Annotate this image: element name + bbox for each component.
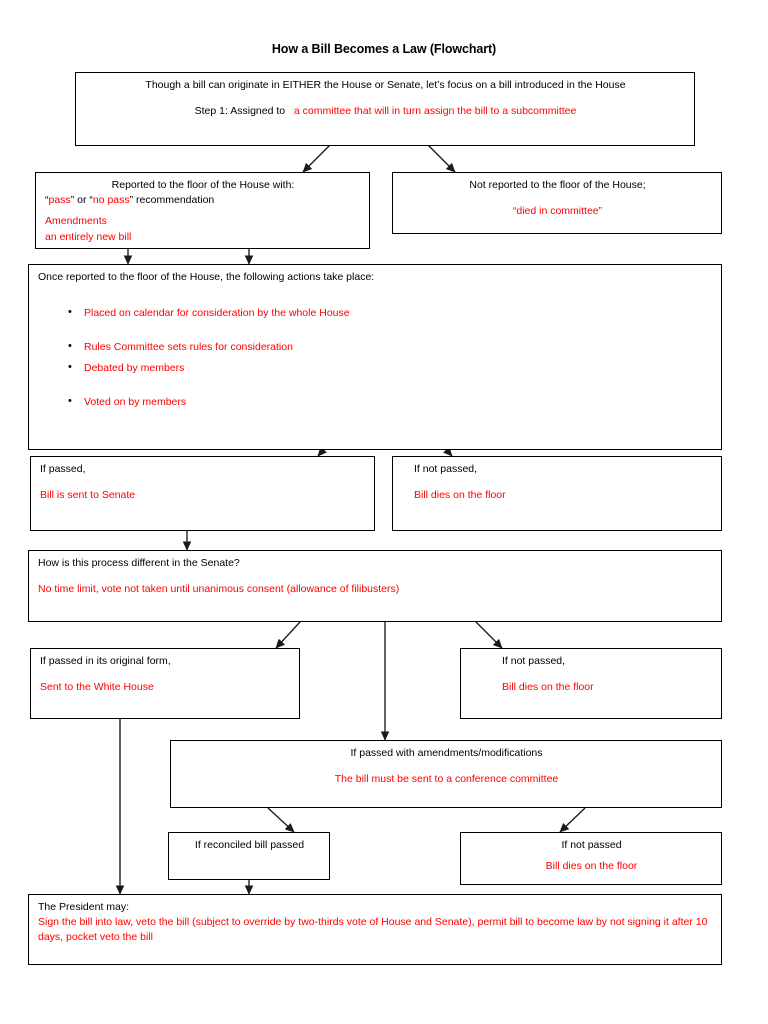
intro-step-label: Step 1: Assigned to	[194, 105, 286, 118]
reported-rec: ” recommendation	[129, 194, 215, 207]
house-not-passed-spacer	[402, 477, 713, 488]
reported-item-2: Amendments	[45, 215, 107, 228]
node-house-passed: If passed, Bill is sent to Senate	[30, 456, 375, 531]
reported-item-3: an entirely new bill	[45, 230, 132, 243]
node-president: The President may: Sign the bill into la…	[28, 894, 722, 965]
not-reported-heading: Not reported to the floor of the House;	[469, 179, 646, 191]
reported-item-1: “pass” or “no pass” recommendation	[45, 193, 361, 208]
node-reconciled-passed: If reconciled bill passed	[168, 832, 330, 880]
reported-no-pass: no pass	[92, 194, 130, 207]
node-intro: Though a bill can originate in EITHER th…	[75, 72, 695, 146]
node-house-not-passed: If not passed, Bill dies on the floor	[392, 456, 722, 531]
house-not-passed-value: Bill dies on the floor	[414, 489, 506, 502]
senate-original-heading: If passed in its original form,	[40, 655, 171, 667]
arrow-senate-to-not-passed	[475, 621, 503, 649]
intro-step-value: a committee that will in turn assign the…	[293, 105, 577, 118]
list-item: Debated by members	[68, 360, 713, 376]
president-heading: The President may:	[38, 901, 130, 913]
node-floor-actions: Once reported to the floor of the House,…	[28, 264, 722, 450]
president-value: Sign the bill into law, veto the bill (s…	[38, 916, 708, 944]
senate-original-value: Sent to the White House	[40, 681, 154, 694]
list-item: Placed on calendar for consideration by …	[68, 305, 713, 321]
list-item: Rules Committee sets rules for considera…	[68, 339, 713, 355]
house-not-passed-heading: If not passed,	[414, 463, 478, 475]
reconciled-not-passed-value: Bill dies on the floor	[545, 860, 638, 873]
node-senate-not-passed: If not passed, Bill dies on the floor	[460, 648, 722, 719]
node-senate-original-form: If passed in its original form, Sent to …	[30, 648, 300, 719]
intro-spacer	[85, 93, 686, 104]
senate-spacer	[38, 571, 713, 582]
reconciled-not-passed-heading: If not passed	[561, 839, 622, 851]
senate-not-passed-value: Bill dies on the floor	[502, 681, 594, 694]
floor-actions-heading: Once reported to the floor of the House,…	[38, 271, 375, 283]
senate-heading: How is this process different in the Sen…	[38, 557, 240, 569]
arrow-intro-to-not-reported	[427, 144, 456, 173]
senate-original-spacer	[40, 669, 291, 680]
house-passed-spacer	[40, 477, 366, 488]
house-passed-heading: If passed,	[40, 463, 86, 475]
senate-value: No time limit, vote not taken until unan…	[38, 583, 400, 596]
floor-actions-list: Placed on calendar for consideration by …	[38, 305, 713, 410]
not-reported-spacer	[402, 193, 713, 204]
senate-not-passed-spacer	[470, 669, 713, 680]
conference-spacer	[180, 761, 713, 772]
arrow-conference-to-reconciled	[267, 807, 295, 833]
node-reported-to-floor: Reported to the floor of the House with:…	[35, 172, 370, 249]
node-not-reported: Not reported to the floor of the House; …	[392, 172, 722, 234]
arrow-senate-to-original	[275, 621, 301, 649]
page-title: How a Bill Becomes a Law (Flowchart)	[271, 42, 497, 56]
node-conference-committee: If passed with amendments/modifications …	[170, 740, 722, 808]
arrow-conference-to-not-passed	[559, 807, 586, 833]
node-senate-process: How is this process different in the Sen…	[28, 550, 722, 622]
conference-value: The bill must be sent to a conference co…	[334, 773, 559, 786]
reported-mid: ” or “	[70, 194, 93, 207]
list-item: Voted on by members	[68, 394, 713, 410]
conference-heading: If passed with amendments/modifications	[350, 747, 543, 759]
house-passed-value: Bill is sent to Senate	[40, 489, 136, 502]
intro-line-1: Though a bill can originate in EITHER th…	[145, 79, 626, 91]
reconciled-passed-heading: If reconciled bill passed	[194, 839, 305, 851]
intro-line-2: Step 1: Assigned to a committee that wil…	[85, 104, 686, 119]
reported-heading: Reported to the floor of the House with:	[111, 179, 295, 191]
node-reconciled-not-passed: If not passed Bill dies on the floor	[460, 832, 722, 885]
not-reported-value: “died in committee”	[512, 205, 603, 218]
arrow-intro-to-reported	[302, 144, 331, 173]
senate-not-passed-heading: If not passed,	[502, 655, 566, 667]
reported-quote-open: “	[45, 194, 49, 207]
reported-pass: pass	[48, 194, 71, 207]
